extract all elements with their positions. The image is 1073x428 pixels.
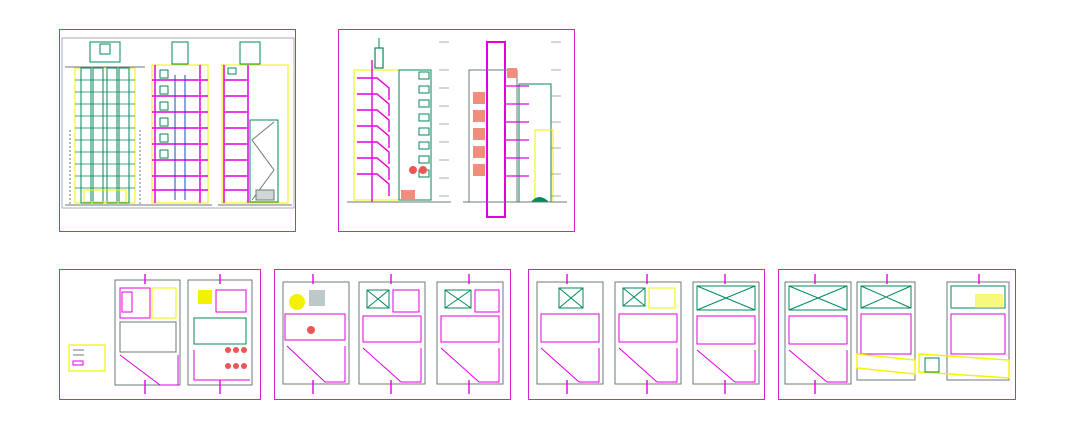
plan-e2 (614, 274, 682, 394)
elevation-1 (347, 38, 451, 203)
plan-e3 (692, 274, 760, 394)
plans-4-drawing (784, 274, 1010, 394)
sheet-elevations (338, 29, 575, 232)
plan-c1 (114, 274, 181, 394)
plan-d3 (436, 274, 504, 394)
plans-3-drawing (536, 274, 760, 394)
section-2 (148, 41, 212, 206)
elevations-drawing (347, 38, 567, 218)
sheet-plans-4 (778, 269, 1016, 400)
plan-f1 (784, 274, 852, 394)
plan-f3 (918, 274, 1010, 381)
plan-d1 (282, 274, 350, 394)
plan-d2 (358, 274, 426, 394)
section-1 (65, 41, 148, 206)
sheet-plans-2 (274, 269, 511, 400)
sections-drawing (61, 37, 295, 209)
legend-box (68, 344, 106, 372)
sheet-sections (59, 29, 296, 232)
section-3 (218, 41, 292, 206)
plans-1-drawing (68, 274, 253, 394)
elevation-2 (463, 41, 567, 218)
sheet-plans-1 (59, 269, 261, 400)
sheet-plans-3 (528, 269, 765, 400)
plan-c2 (187, 274, 253, 394)
plan-f2 (856, 274, 916, 381)
plan-e1 (536, 274, 604, 394)
plans-2-drawing (282, 274, 504, 394)
